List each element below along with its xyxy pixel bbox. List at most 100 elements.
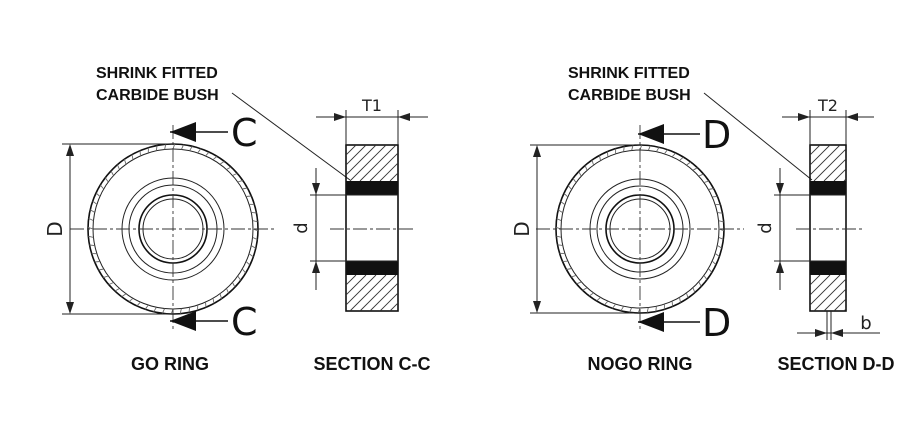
hatch-line — [359, 275, 397, 311]
knurl-mark — [686, 161, 691, 166]
knurl-mark — [703, 180, 710, 184]
knurl-mark — [237, 179, 243, 183]
hatch-line — [810, 145, 841, 176]
nogo-dimension-d: d — [755, 168, 810, 290]
nogo-section-letter-top: D — [702, 113, 731, 157]
hatch-line — [389, 302, 398, 311]
knurl-mark — [219, 160, 225, 165]
knurl-mark — [226, 166, 232, 170]
knurl-mark — [656, 146, 660, 152]
knurl-mark — [110, 170, 114, 176]
hatch-line — [833, 168, 846, 181]
go-section-view: T1 d SECTION C-C — [291, 96, 466, 374]
hatch-line — [420, 145, 456, 181]
nogo-carbide-bush-bottom — [810, 261, 846, 275]
knurl-mark — [603, 300, 609, 306]
knurl-mark — [89, 244, 95, 247]
knurl-mark — [179, 308, 182, 314]
hatch-line — [346, 275, 357, 286]
nogo-carbide-bush-top — [810, 181, 846, 195]
nogo-dimension-T2: T2 — [782, 96, 874, 145]
knurl-mark — [212, 298, 215, 304]
knurl-mark — [612, 303, 616, 309]
knurl-mark — [241, 268, 247, 274]
hatch-line — [346, 275, 347, 276]
knurl-mark — [98, 268, 104, 271]
go-section-outline — [345, 144, 399, 312]
knurl-mark — [131, 154, 134, 160]
hatch-line — [810, 275, 821, 286]
go-ring-caption: GO RING — [131, 354, 209, 374]
hatch-line — [843, 178, 846, 181]
nogo-section-arrow-top: D — [638, 113, 731, 157]
knurl-mark — [116, 164, 120, 170]
nogo-section-outline — [809, 144, 847, 312]
go-callout-line2: CARBIDE BUSH — [96, 87, 219, 104]
knurl-mark — [237, 275, 242, 281]
hatch-line — [346, 145, 377, 176]
knurl-mark — [232, 172, 238, 176]
knurl-mark — [88, 217, 94, 222]
go-section-hatch-bottom — [346, 275, 436, 311]
hatch-line — [400, 275, 436, 311]
hatch-line — [346, 145, 347, 146]
hatch-line — [810, 275, 831, 296]
knurl-mark — [556, 235, 562, 238]
knurl-mark — [136, 301, 141, 307]
knurl-mark — [155, 145, 158, 151]
knurl-mark — [708, 268, 713, 273]
hatch-line — [843, 308, 846, 311]
hatch-line — [369, 282, 398, 311]
knurl-mark — [718, 220, 724, 223]
knurl-mark — [572, 178, 577, 183]
hatch-line — [346, 275, 367, 296]
knurl-mark — [671, 152, 677, 158]
knurl-mark — [108, 282, 114, 286]
knurl-mark — [664, 149, 668, 155]
nogo-section-hatch-bottom — [810, 275, 910, 311]
hatch-line — [874, 145, 910, 181]
knurl-mark — [161, 308, 166, 314]
go-dimension-d: d — [291, 168, 346, 290]
knurl-mark — [566, 268, 572, 270]
hatch-line — [874, 275, 910, 311]
nogo-callout-line1: SHRINK FITTED — [568, 65, 690, 82]
hatch-line — [349, 275, 387, 311]
hatch-line — [833, 298, 846, 311]
go-ring-view: D C C GO RING — [43, 111, 276, 374]
go-carbide-bush-top — [346, 181, 398, 195]
hatch-line — [810, 275, 811, 276]
go-ring-knurl-marks — [87, 143, 259, 315]
knurl-mark — [252, 228, 259, 232]
knurl-mark — [139, 150, 141, 156]
hatch-line — [400, 145, 436, 181]
hatch-line — [864, 275, 900, 311]
knurl-mark — [712, 195, 718, 198]
nogo-dim-D-label: D — [510, 221, 534, 236]
knurl-mark — [717, 212, 723, 214]
hatch-line — [349, 145, 387, 181]
knurl-mark — [205, 151, 210, 157]
knurl-mark — [620, 306, 624, 312]
go-section-letter-top: C — [231, 111, 258, 155]
knurl-mark — [232, 282, 236, 288]
go-section-hatch-top — [346, 145, 466, 181]
nogo-section-letter-bottom: D — [702, 301, 731, 345]
knurl-mark — [582, 287, 588, 291]
knurl-mark — [242, 187, 248, 190]
knurl-mark — [557, 244, 563, 246]
hatch-line — [430, 145, 466, 181]
knurl-mark — [99, 184, 105, 190]
knurl-mark — [205, 302, 207, 308]
knurl-mark — [556, 218, 562, 222]
knurl-mark — [599, 155, 601, 161]
hatch-line — [823, 158, 846, 181]
go-callout-line1: SHRINK FITTED — [96, 65, 218, 82]
hatch-line — [810, 145, 831, 166]
knurl-mark — [703, 275, 708, 280]
knurl-mark — [95, 192, 101, 197]
knurl-mark — [189, 145, 193, 151]
go-section-letter-bottom: C — [231, 300, 258, 344]
knurl-mark — [557, 209, 563, 213]
nogo-section-hatch-top — [810, 145, 910, 181]
